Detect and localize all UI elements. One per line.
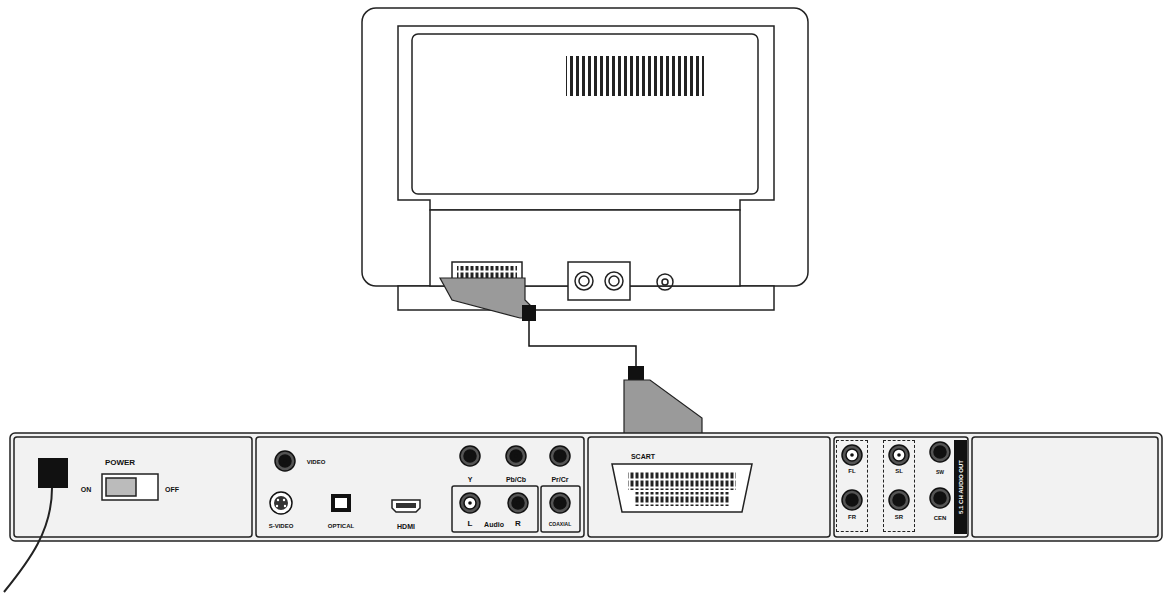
dvd-player-rear-panel (4, 433, 1162, 592)
connector-label: SW (936, 470, 944, 475)
connector-label: Pb/Cb (506, 476, 526, 483)
rca-jack (275, 451, 295, 471)
connector-label: VIDEO (307, 459, 326, 465)
s-video-jack (270, 492, 292, 514)
scart-cable (529, 321, 636, 368)
connector-label: HDMI (397, 523, 415, 530)
connector-label: ON (81, 486, 92, 493)
connector-label: SCART (631, 453, 655, 460)
rca-jack (460, 493, 480, 513)
channel-label: FR (848, 514, 856, 520)
rca-jack (506, 446, 526, 466)
rca-jack (460, 446, 480, 466)
dashed-channel-group: FL FR (836, 440, 868, 532)
rca-jack (842, 445, 862, 465)
connector-label: OFF (165, 486, 179, 493)
dashed-channel-group: SL SR (883, 440, 915, 532)
channel-label: FL (848, 468, 855, 474)
connector-label: Audio (484, 521, 504, 528)
rca-jack (508, 493, 528, 513)
vertical-panel-label: 5.1 CH AUDIO OUT (957, 460, 963, 514)
connector-label: R (515, 520, 521, 528)
rca-jack (930, 442, 950, 462)
rca-jack (550, 446, 570, 466)
connector-label: L (468, 520, 473, 528)
scart-plug (440, 278, 536, 321)
connector-label: Pr/Cr (551, 476, 568, 483)
connector-label: Y (468, 476, 473, 483)
connector-label: OPTICAL (328, 523, 354, 529)
channel-label: SR (895, 514, 903, 520)
connector-label: POWER (105, 459, 135, 467)
television (362, 8, 808, 310)
channel-label: SL (895, 468, 903, 474)
rca-jack (889, 445, 909, 465)
connector-label: CEN (934, 515, 947, 521)
rca-jack (550, 493, 570, 513)
rca-jack (930, 488, 950, 508)
connector-label: COAXIAL (549, 522, 572, 527)
connector-label: S-VIDEO (269, 523, 294, 529)
rca-jack (842, 490, 862, 510)
rca-jack (889, 490, 909, 510)
